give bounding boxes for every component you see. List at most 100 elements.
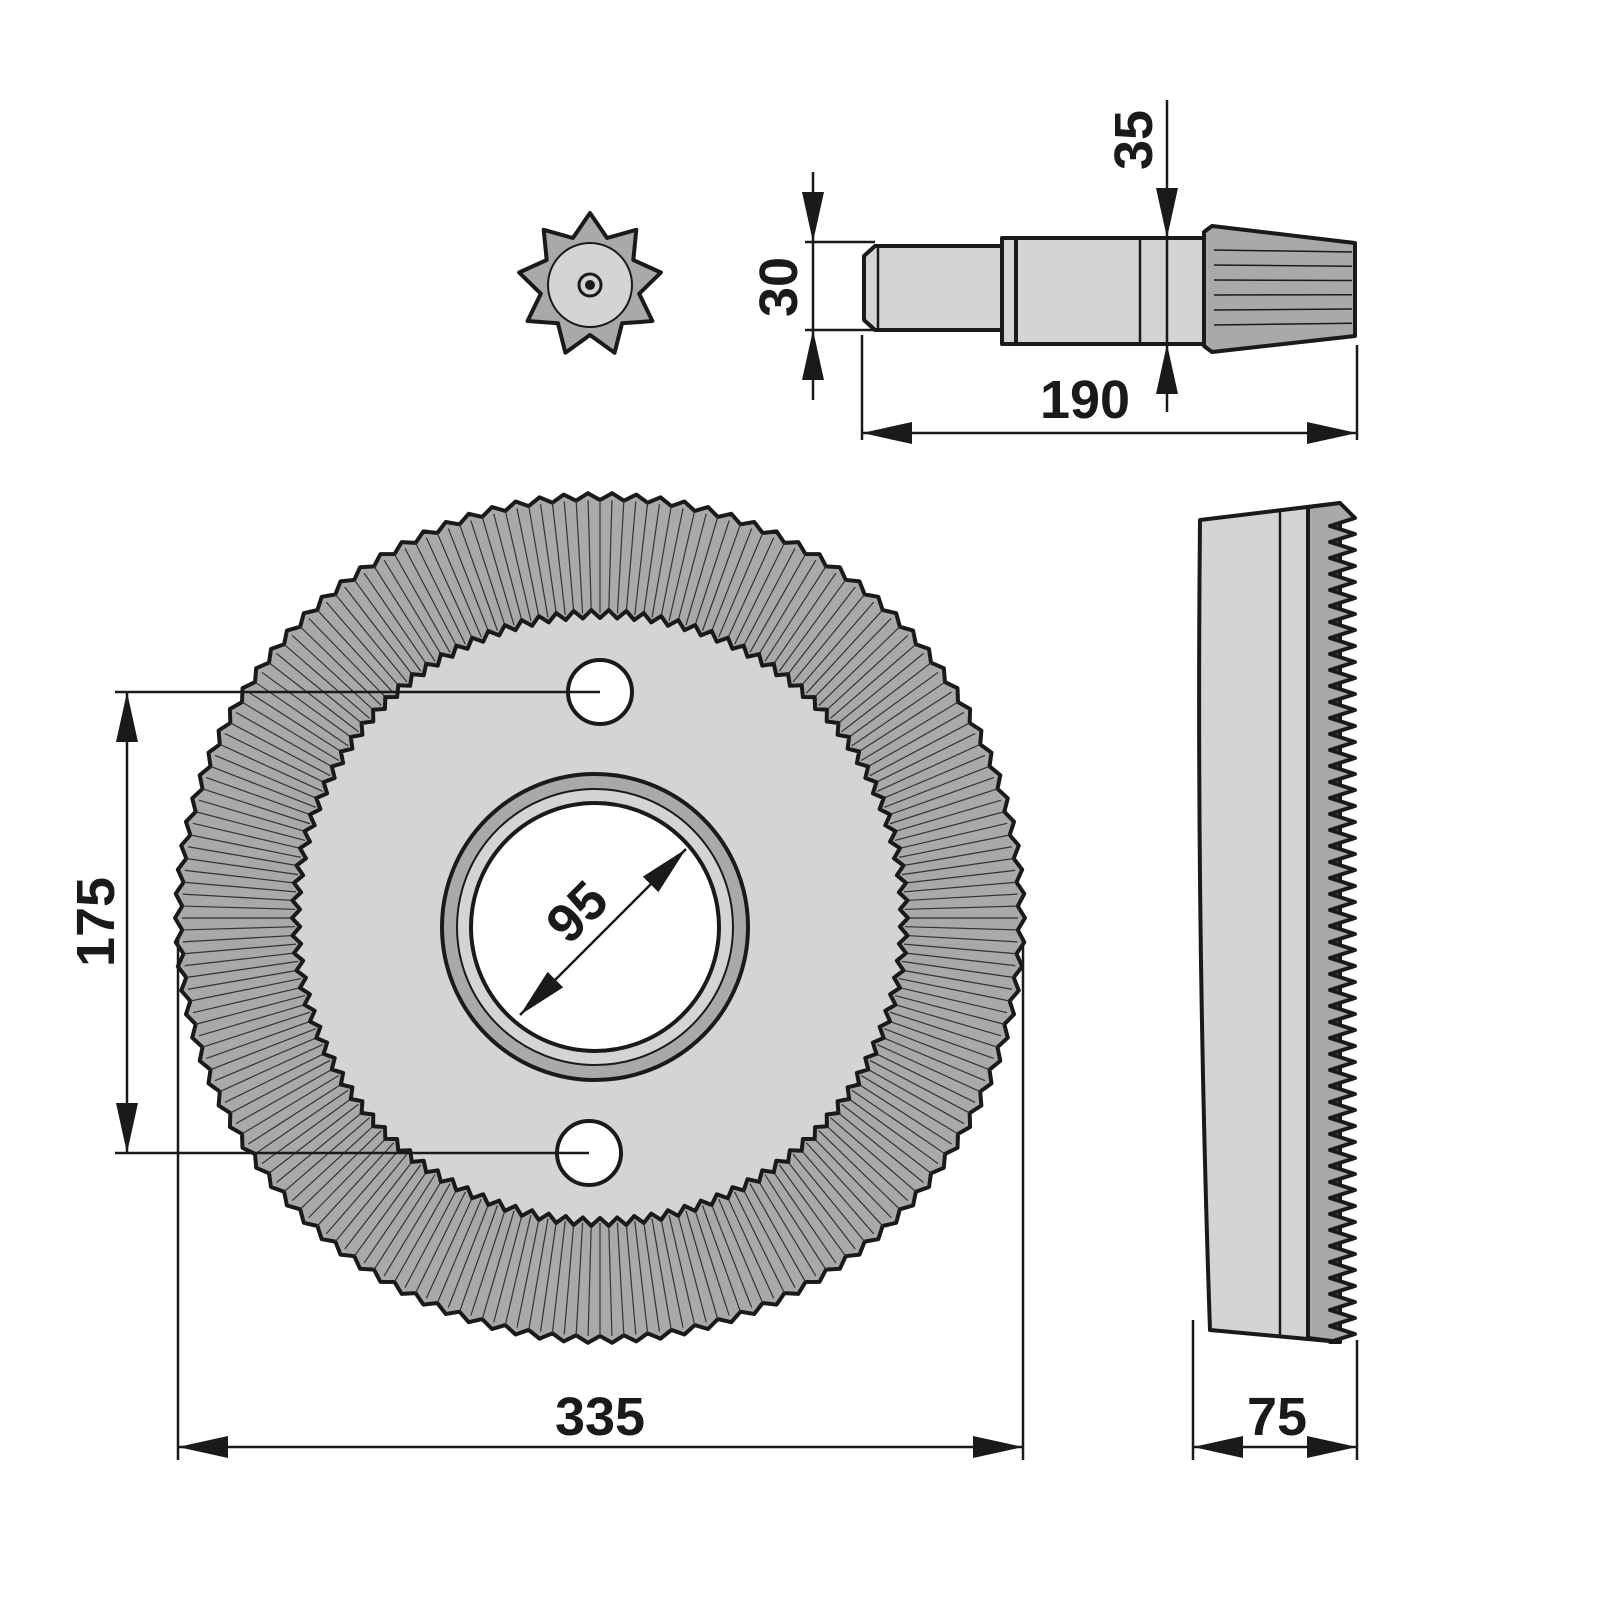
tooth-line <box>651 1218 672 1330</box>
tooth-line <box>898 977 1010 1002</box>
tooth-line <box>799 601 875 688</box>
tooth-line <box>856 691 952 754</box>
tooth-line <box>404 1187 459 1288</box>
tooth-line <box>860 1074 959 1135</box>
tooth-line <box>884 765 990 808</box>
tooth-line <box>299 1130 382 1210</box>
tooth-line <box>186 960 299 979</box>
tooth-line <box>353 1164 422 1257</box>
tooth-line <box>268 1103 359 1174</box>
tooth-line <box>436 1198 482 1304</box>
tooth-line <box>206 776 313 817</box>
tooth-line <box>248 691 344 754</box>
tooth-line <box>539 504 558 617</box>
tooth-line <box>224 733 327 784</box>
tooth-line <box>248 1082 344 1145</box>
tooth-line <box>206 1019 313 1060</box>
tooth-line <box>625 501 637 615</box>
tooth-line <box>903 943 1017 955</box>
tooth-line <box>182 893 296 902</box>
tooth-line <box>880 754 986 800</box>
tooth-line <box>188 969 300 990</box>
tooth-line <box>608 1222 613 1336</box>
crown-wheel-side-body <box>1197 501 1342 1344</box>
tooth-line <box>575 1222 584 1336</box>
tooth-line <box>856 1082 952 1145</box>
tooth-line <box>846 671 939 740</box>
tooth-line <box>192 986 304 1014</box>
tooth-line <box>425 1195 474 1299</box>
tooth-line <box>904 893 1018 902</box>
tooth-line <box>887 776 994 817</box>
tooth-line <box>383 1178 444 1277</box>
tooth-line <box>756 559 817 658</box>
tooth-line <box>291 634 376 713</box>
dimension-arrowhead <box>1307 1436 1357 1458</box>
dim-75: 75 <box>1247 1387 1307 1447</box>
pinion-gear-head <box>1202 224 1357 354</box>
dim-30: 30 <box>749 257 809 317</box>
tooth-line <box>818 1130 901 1210</box>
tooth-line <box>183 943 297 955</box>
tooth-line <box>192 822 304 850</box>
tooth-line <box>190 977 302 1002</box>
tooth-line <box>214 1036 320 1082</box>
tooth-line <box>892 799 1002 833</box>
pinion-side-view <box>862 224 1357 354</box>
tooth-line <box>230 1059 331 1114</box>
tooth-line <box>887 1019 994 1060</box>
tooth-line <box>210 1028 316 1071</box>
tooth-line <box>851 1089 946 1155</box>
tooth-line <box>241 1074 340 1135</box>
tooth-line <box>481 1210 515 1320</box>
tooth-line <box>316 609 395 694</box>
tooth-line <box>470 1207 507 1316</box>
tooth-line <box>210 765 316 808</box>
tooth-line <box>860 701 959 762</box>
tooth-line <box>363 1169 429 1264</box>
tooth-line <box>587 1222 592 1336</box>
tooth-line <box>771 572 837 667</box>
tooth-line <box>734 542 785 645</box>
tooth-line <box>877 1044 981 1093</box>
tooth-line <box>363 572 429 667</box>
tooth-line <box>202 788 311 825</box>
tooth-line <box>889 788 998 825</box>
tooth-line <box>642 1219 661 1332</box>
tooth-line <box>528 1218 549 1330</box>
tooth-line <box>830 643 917 719</box>
tooth-line <box>902 869 1016 884</box>
dimension-arrowhead <box>116 1103 138 1153</box>
dim-175: 175 <box>66 877 126 967</box>
tooth-line <box>873 1052 976 1103</box>
tooth-line <box>393 1183 451 1283</box>
tooth-line <box>308 1136 388 1219</box>
tooth-line <box>659 1216 684 1328</box>
tooth-line <box>792 1153 866 1242</box>
tooth-line <box>183 881 297 893</box>
crown-wheel-front-view <box>173 491 1027 1345</box>
tooth-line <box>841 662 932 733</box>
tooth-line <box>308 617 388 700</box>
tooth-line <box>493 1212 524 1323</box>
crown-wheel-side-teeth <box>1306 501 1357 1344</box>
tooth-line <box>710 528 753 634</box>
tooth-line <box>824 1123 909 1202</box>
tooth-line <box>447 528 490 634</box>
dimension-arrowhead <box>1307 422 1357 444</box>
tooth-line <box>764 1174 827 1270</box>
pinion-end-view <box>517 211 663 355</box>
tooth-line <box>865 711 965 769</box>
dim-190: 190 <box>1040 370 1130 430</box>
tooth-line <box>846 1096 939 1165</box>
pinion-shaft <box>862 244 1004 332</box>
tooth-line <box>894 994 1005 1025</box>
tooth-line <box>898 834 1010 859</box>
tooth-line <box>901 960 1014 979</box>
tooth-line <box>869 722 970 777</box>
tooth-line <box>528 506 549 618</box>
crown-wheel-side-view <box>1197 501 1357 1344</box>
tooth-line <box>642 504 661 617</box>
pinion-body <box>1014 236 1206 346</box>
tooth-line <box>219 743 323 792</box>
